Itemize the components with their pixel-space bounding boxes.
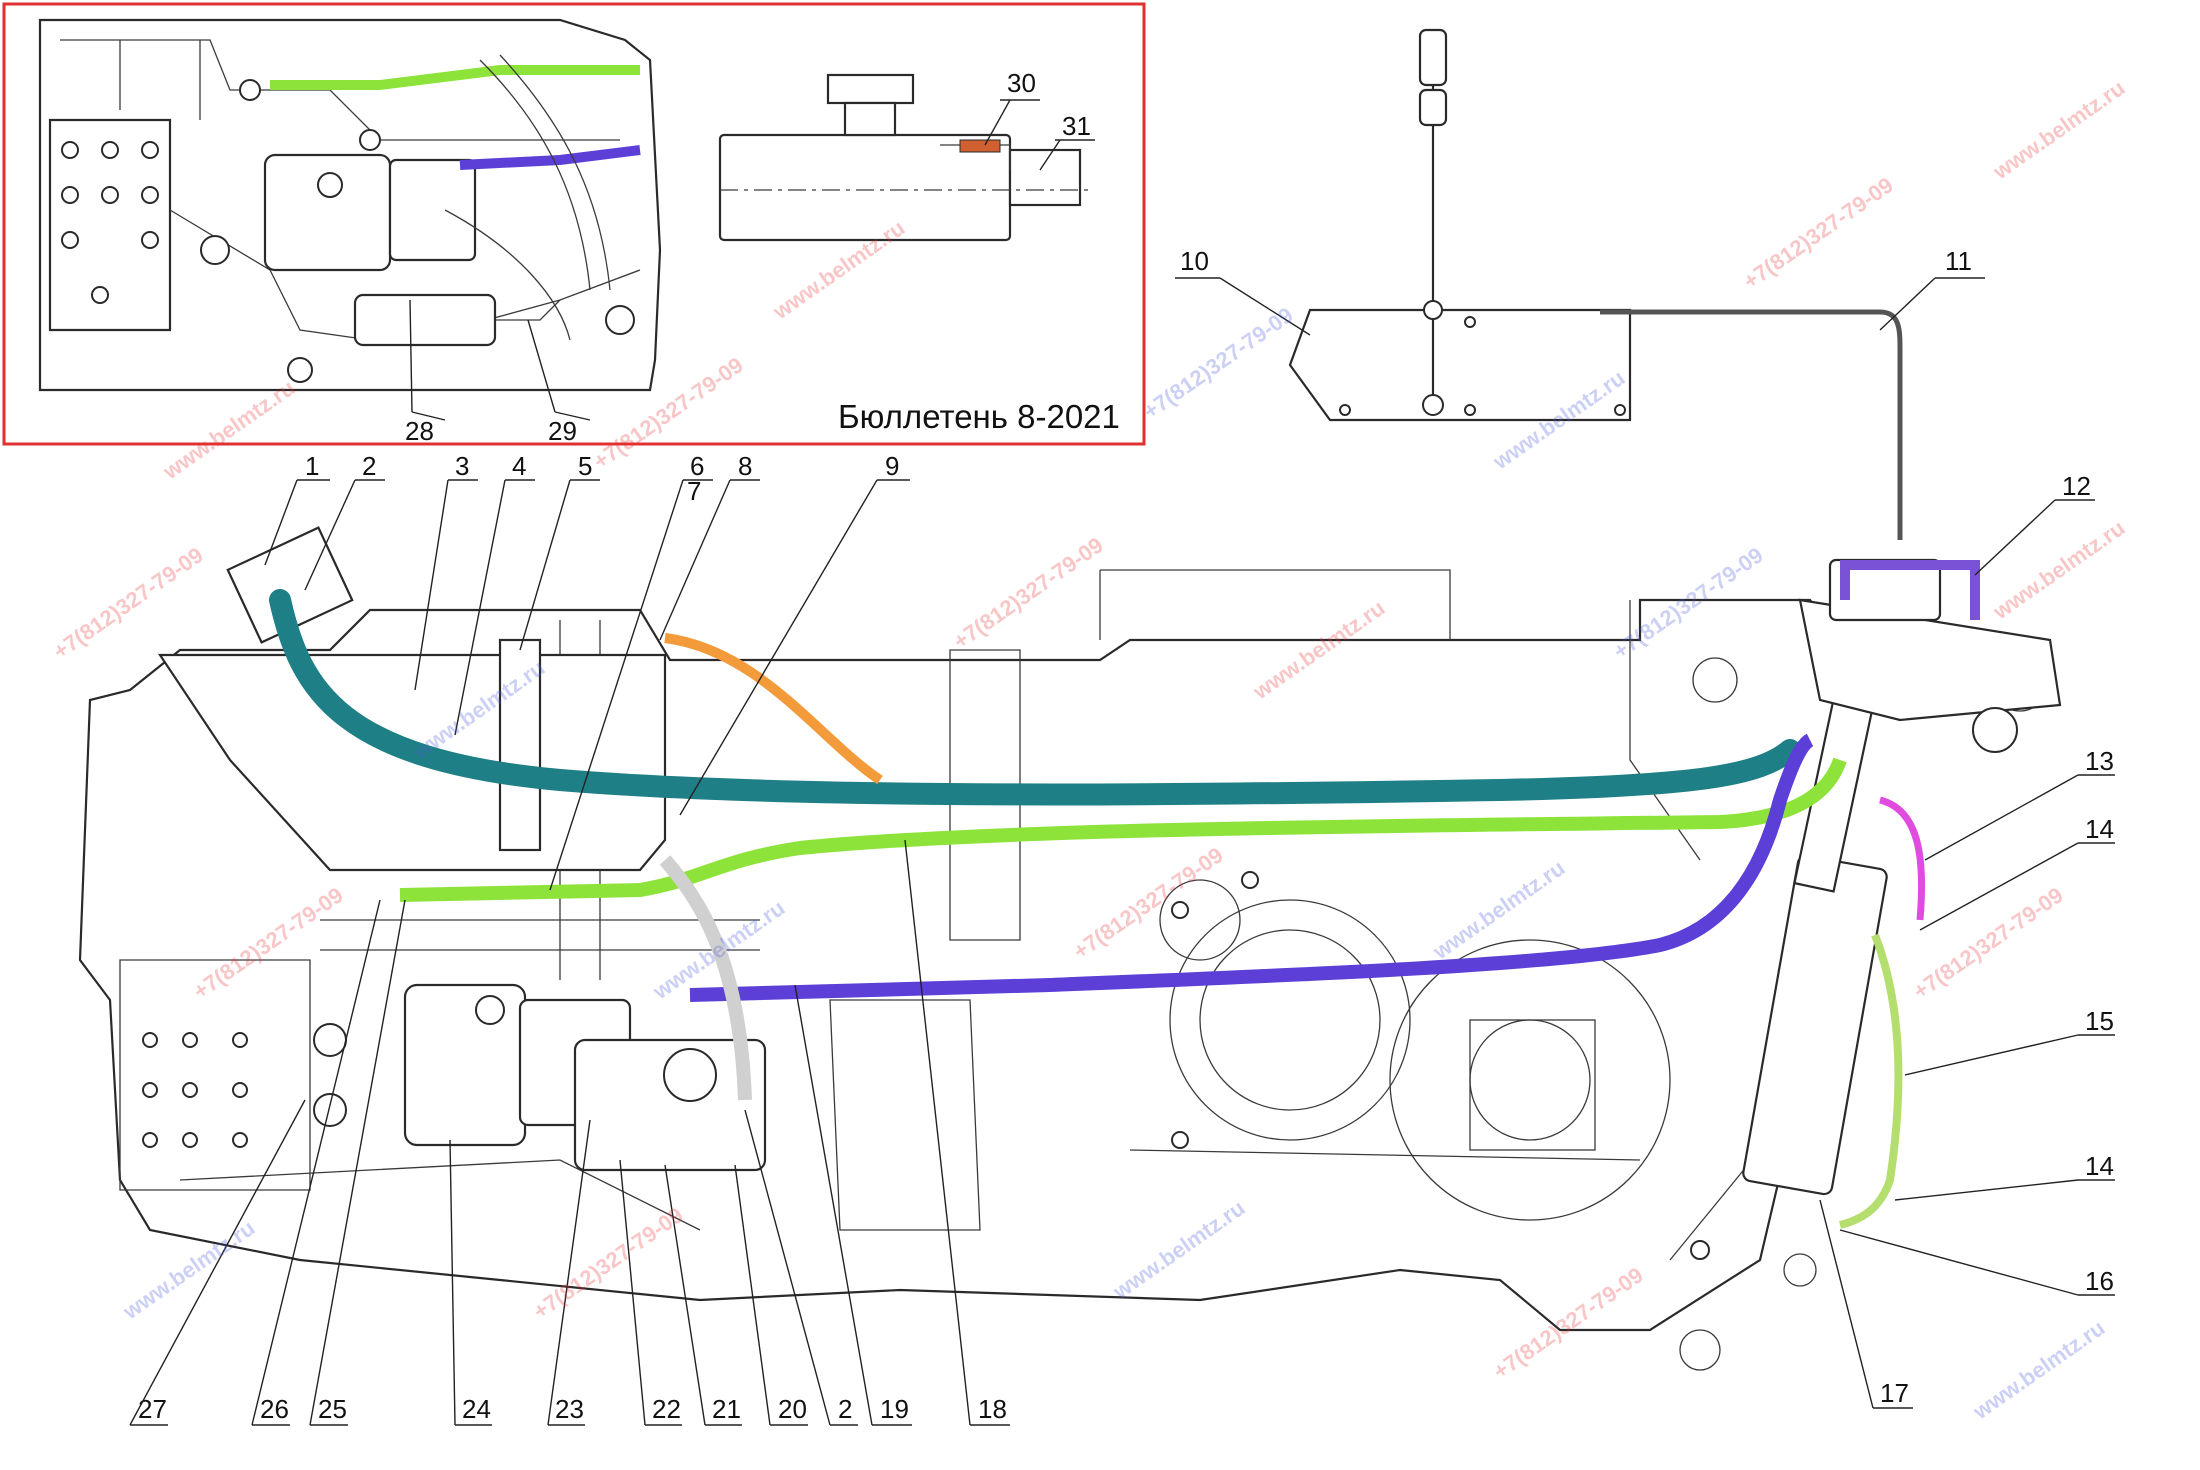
callout-24: 24 [462, 1394, 491, 1424]
watermark-site: www.belmtz.ru [1428, 855, 1570, 965]
watermark-phone: +7(812)327-79-09 [49, 542, 208, 664]
inset-housing-drawing [38, 18, 662, 392]
callout-4: 4 [512, 451, 526, 481]
watermark-phone: +7(812)327-79-09 [949, 532, 1108, 654]
watermark-phone: +7(812)327-79-09 [529, 1202, 688, 1324]
watermark-site: www.belmtz.ru [1988, 75, 2130, 185]
callout-13: 13 [2085, 746, 2114, 776]
callout-31: 31 [1062, 111, 1091, 141]
callout-15: 15 [2085, 1006, 2114, 1036]
watermark-phone: +7(812)327-79-09 [1609, 542, 1768, 664]
watermark-site: www.belmtz.ru [1248, 595, 1390, 705]
callout-10: 10 [1180, 246, 1209, 276]
callout-11: 11 [1945, 246, 1972, 276]
hose-line-11 [1600, 309, 1903, 540]
callouts: 1 2 3 4 5 6 7 8 9 10 11 12 13 14 14 15 1… [129, 246, 2115, 1426]
callout-22: 22 [652, 1394, 681, 1424]
callout-16: 16 [2085, 1266, 2114, 1296]
watermark-phone: +7(812)327-79-09 [1909, 882, 2068, 1004]
callout-7: 7 [687, 476, 701, 506]
callout-25: 25 [318, 1394, 347, 1424]
callout-28: 28 [405, 416, 434, 446]
hose-magenta [1878, 796, 1926, 921]
callout-29: 29 [548, 416, 577, 446]
watermark-site: www.belmtz.ru [1968, 1315, 2110, 1425]
hose-light-green [1838, 933, 1903, 1229]
watermark-site: www.belmtz.ru [118, 1215, 260, 1325]
hose-teal [269, 589, 1801, 806]
inner-pipe [659, 855, 752, 1101]
callout-20: 20 [778, 1394, 807, 1424]
main-assembly-drawing [78, 28, 2062, 1371]
watermark-phone: +7(812)327-79-09 [1739, 172, 1898, 294]
hose-blue-upper [1840, 560, 1980, 620]
callout-18: 18 [978, 1394, 1007, 1424]
inset-cylinder-detail [718, 73, 1090, 242]
callout-27: 27 [138, 1394, 167, 1424]
callout-8: 8 [738, 451, 752, 481]
pump-body [403, 983, 527, 1147]
watermark-phone: +7(812)327-79-09 [1069, 842, 1228, 964]
callout-14-upper: 14 [2085, 814, 2114, 844]
watermark-phone: +7(812)327-79-09 [1139, 302, 1298, 424]
hose-orange [664, 633, 883, 785]
watermark-site: www.belmtz.ru [1108, 1195, 1250, 1305]
callout-21: 21 [712, 1394, 741, 1424]
control-panel [1288, 308, 1632, 422]
callout-1: 1 [305, 451, 319, 481]
callout-9: 9 [885, 451, 899, 481]
inset-blue-hose [459, 145, 641, 170]
lift-cylinder [1742, 854, 1888, 1196]
callout-12: 12 [2062, 471, 2091, 501]
watermark-site: www.belmtz.ru [1988, 515, 2130, 625]
bulletin-inset: 28 29 30 31 Бюллетень 8-2021 [2, 2, 1146, 446]
hoses [269, 309, 1980, 1229]
plate-bolts [142, 871, 1710, 1260]
callout-3: 3 [455, 451, 469, 481]
callout-6: 6 [690, 451, 704, 481]
callout-26: 26 [260, 1394, 289, 1424]
callout-2: 2 [362, 451, 376, 481]
hose-blue [689, 733, 1815, 1002]
callout-19: 19 [880, 1394, 909, 1424]
callout-14-lower: 14 [2085, 1151, 2114, 1181]
bulletin-label: Бюллетень 8-2021 [838, 398, 1120, 435]
inset-green-hose [270, 65, 640, 90]
callout-30: 30 [1007, 68, 1036, 98]
callout-17: 17 [1880, 1378, 1909, 1408]
watermark-phone: +7(812)327-79-09 [189, 882, 348, 1004]
callout-5: 5 [578, 451, 592, 481]
callout-2-bottom: 2 [838, 1394, 852, 1424]
watermark-phone: +7(812)327-79-09 [1489, 1262, 1648, 1384]
callout-23: 23 [555, 1394, 584, 1424]
